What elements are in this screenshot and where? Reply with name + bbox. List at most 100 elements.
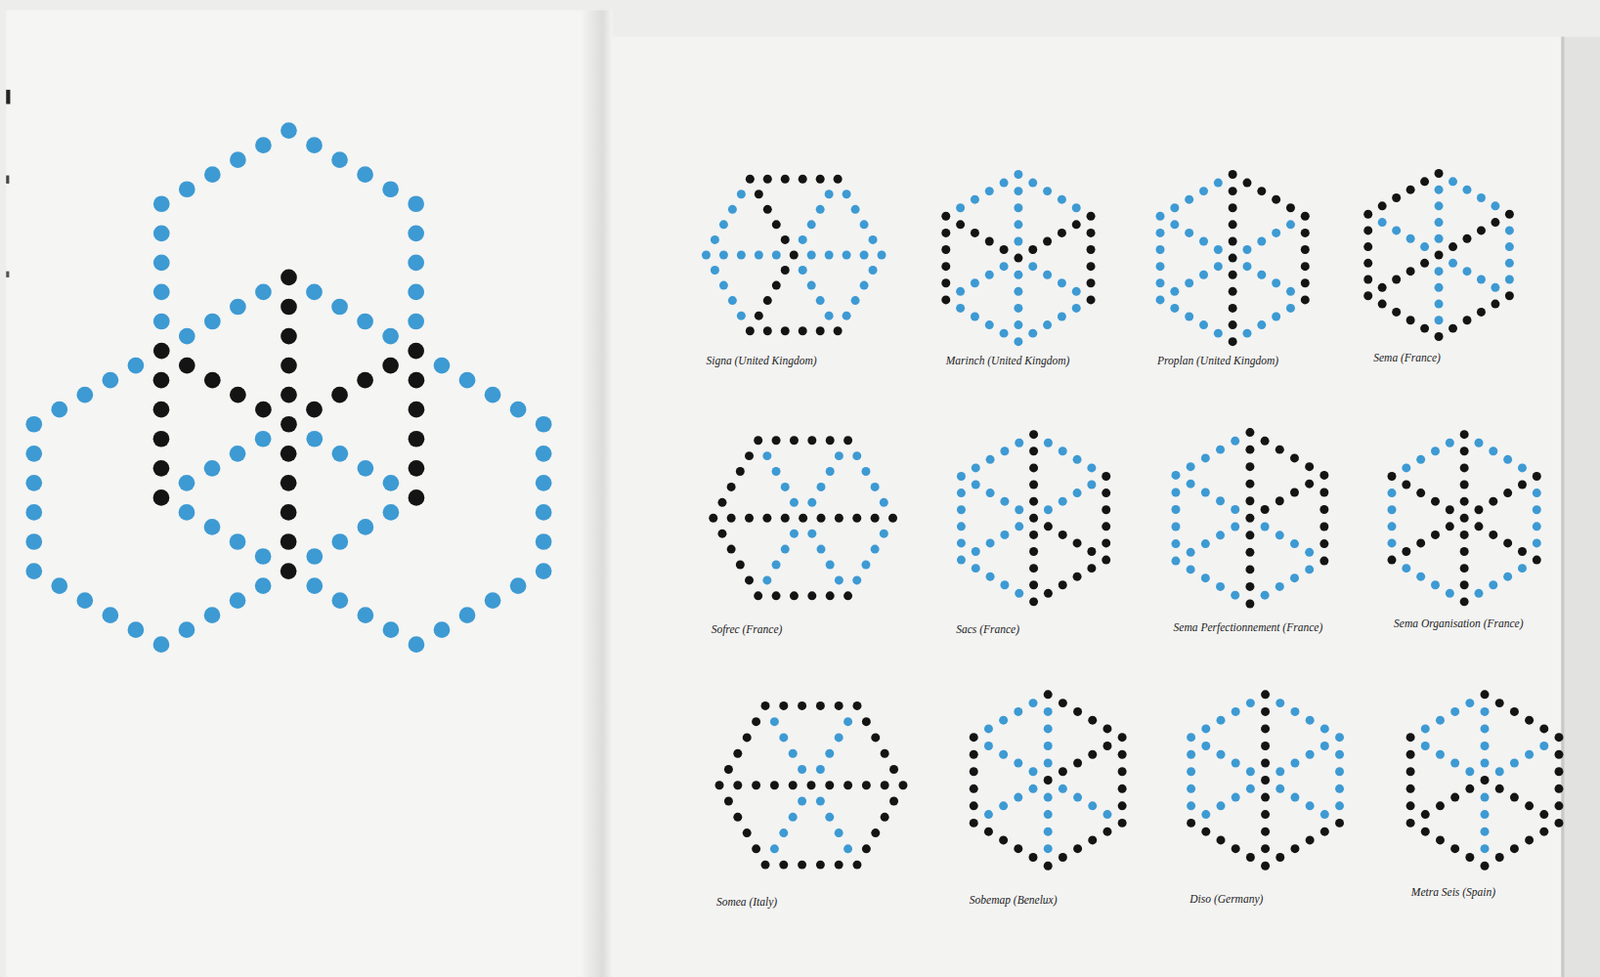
logo-dot (1013, 320, 1023, 330)
logo-dot (985, 270, 995, 280)
logo-dot (1014, 438, 1024, 448)
logo-dot (1102, 741, 1112, 751)
logo-dot (870, 482, 880, 492)
logo-dot (798, 326, 808, 336)
logo-dot (999, 580, 1009, 590)
logo-dot (1554, 767, 1563, 777)
logo-dot (817, 514, 826, 523)
logo-dot (153, 284, 171, 302)
logo-dot (852, 701, 862, 711)
logo-dot (889, 765, 899, 775)
logo-dot (1510, 707, 1519, 717)
logo-dot (1505, 291, 1514, 301)
logo-dot (1406, 315, 1416, 325)
logo-dot (382, 357, 399, 375)
logo-dot (941, 245, 951, 255)
logo-dot (1319, 505, 1329, 515)
logo-dot (843, 844, 853, 854)
logo-dot (1170, 471, 1180, 480)
logo-dot (998, 750, 1008, 760)
logo-dot (1230, 505, 1240, 515)
logo-dot (834, 828, 844, 838)
logo-dot (1460, 430, 1470, 439)
logo-dot (153, 195, 171, 213)
logo-dot (1460, 530, 1470, 540)
logo-dot (1465, 767, 1474, 777)
logo-dot (153, 460, 171, 477)
logo-dot (1260, 862, 1270, 871)
logo-dot (1228, 254, 1238, 263)
logo-dot (1290, 453, 1299, 463)
logo-dot (433, 621, 451, 639)
logo-dot (1320, 827, 1330, 837)
logo-dot (1480, 793, 1490, 803)
logo-caption: Sema Organisation (France) (1393, 617, 1523, 632)
logo-dot (724, 797, 734, 807)
logo-dot (999, 261, 1009, 271)
logo-dot (1406, 750, 1416, 760)
logo-dot (1086, 563, 1096, 573)
logo-dot (1300, 295, 1310, 304)
logo-dot (1029, 530, 1038, 540)
logo-dot (1260, 591, 1270, 601)
logo-dot (1465, 698, 1474, 708)
logo-dot (1434, 250, 1444, 260)
logo-dot (1216, 835, 1226, 845)
logo-dot (770, 717, 779, 727)
logo-dot (1043, 862, 1053, 871)
logo-dot (1101, 472, 1111, 481)
logo-dot (736, 189, 746, 199)
logo-dot (1480, 827, 1490, 837)
logo-dot (1184, 278, 1194, 288)
logo-dot (1186, 750, 1196, 760)
logo-dot (733, 749, 742, 759)
logo-dot (1532, 472, 1542, 481)
logo-dot (1260, 810, 1270, 820)
logo-dot (1286, 303, 1296, 313)
logo-dot (1101, 505, 1111, 515)
logo-dot (955, 219, 965, 229)
logo-dot (780, 545, 790, 555)
logo-dot (1028, 178, 1038, 188)
logo-dot (305, 284, 323, 302)
logo-dot (1460, 597, 1470, 606)
logo-dot (76, 592, 93, 609)
logo-dot (970, 312, 980, 322)
logo-dot (331, 299, 348, 316)
logo-dot (153, 372, 171, 390)
logo-dot (1013, 203, 1023, 213)
logo-dot (956, 505, 966, 515)
logo-dot (1275, 853, 1285, 863)
logo-dot (178, 357, 196, 375)
logo-dot (770, 780, 779, 790)
logo-dot (1013, 303, 1023, 313)
logo-dot (1445, 505, 1455, 515)
logo-dot (255, 284, 272, 302)
logo-dot (153, 636, 171, 653)
dot-logos (25, 122, 1563, 870)
logo-dot (1213, 261, 1223, 271)
logo-dot (1290, 539, 1299, 549)
logo-caption: Sema Perfectionnement (France) (1173, 621, 1324, 636)
logo-dot (1406, 801, 1416, 811)
logo-dot (331, 387, 348, 404)
logo-dot (1304, 462, 1314, 472)
logo-dot (998, 716, 1008, 726)
logo-dot (1532, 556, 1542, 565)
logo-dot (852, 514, 862, 523)
logo-dot (1480, 759, 1490, 769)
logo-dot (1300, 278, 1310, 288)
logo-dot (1013, 219, 1023, 229)
logo-dot (1246, 784, 1255, 794)
logo-dot (1230, 522, 1240, 532)
logo-dot (1434, 234, 1444, 244)
logo-dot (1156, 278, 1166, 288)
logo-dot (1058, 497, 1068, 507)
logo-dot (1028, 329, 1038, 339)
logo-dot (1304, 564, 1314, 574)
logo-dot (356, 313, 374, 331)
logo-dot (1517, 463, 1527, 473)
logo-dot (780, 235, 790, 245)
logo-dot (816, 205, 825, 215)
logo-dot (280, 562, 298, 580)
